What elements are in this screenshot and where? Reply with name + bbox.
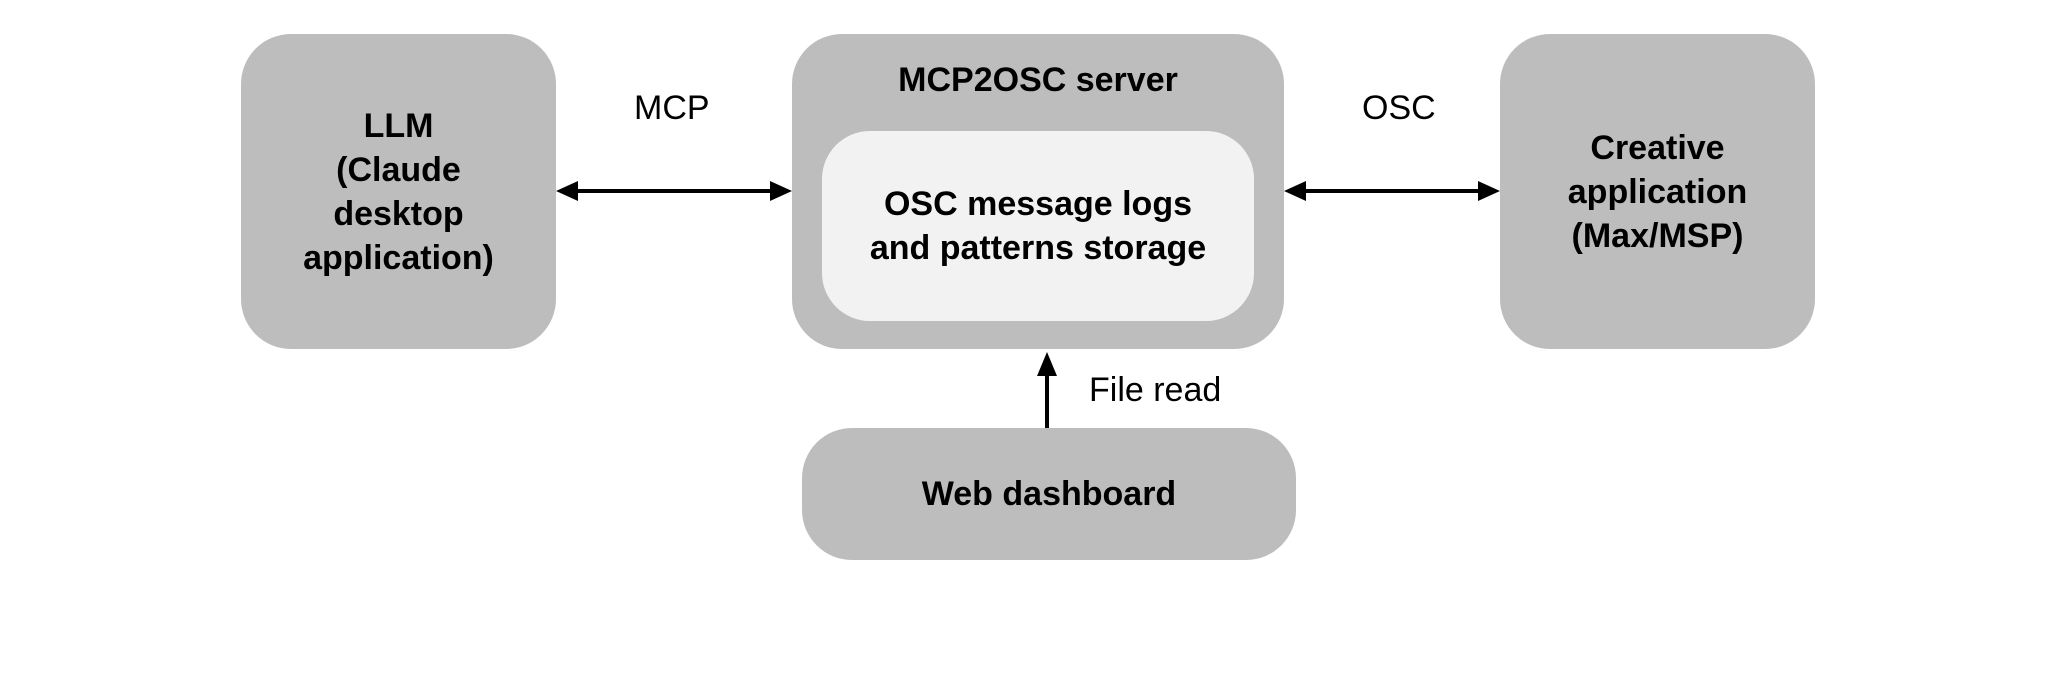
storage-label-line: OSC message logs xyxy=(883,185,1192,223)
edge-label-mcp: MCP xyxy=(634,89,710,127)
llm-label-line: desktop xyxy=(333,194,464,233)
creative-label-line: Creative xyxy=(1590,128,1725,167)
mcp2osc-server-node: MCP2OSC server OSC message logs and patt… xyxy=(792,34,1284,349)
storage-node: OSC message logs and patterns storage xyxy=(822,131,1254,321)
dashboard-label: Web dashboard xyxy=(921,475,1177,513)
llm-label: LLM (Claude desktop application) xyxy=(303,104,494,280)
arrow-llm-server xyxy=(556,181,792,201)
creative-application-node: Creative application (Max/MSP) xyxy=(1500,34,1815,349)
arrow-dashboard-server xyxy=(1037,352,1057,428)
llm-node: LLM (Claude desktop application) xyxy=(241,34,556,349)
arrow-head-right-icon xyxy=(1478,181,1500,201)
creative-label: Creative application (Max/MSP) xyxy=(1568,126,1747,258)
arrow-head-left-icon xyxy=(556,181,578,201)
llm-label-line: LLM xyxy=(363,106,434,145)
arrow-head-left-icon xyxy=(1284,181,1306,201)
llm-label-line: application) xyxy=(303,238,494,277)
arrow-head-right-icon xyxy=(770,181,792,201)
edge-label-osc: OSC xyxy=(1362,89,1436,127)
edge-label-file-read: File read xyxy=(1089,371,1222,409)
creative-label-line: application xyxy=(1567,172,1748,211)
creative-label-line: (Max/MSP) xyxy=(1571,216,1744,255)
server-title: MCP2OSC server xyxy=(898,61,1178,99)
arrow-server-creative xyxy=(1284,181,1500,201)
arrow-head-up-icon xyxy=(1037,352,1057,376)
storage-label-line: and patterns storage xyxy=(869,229,1207,267)
llm-label-line: (Claude xyxy=(336,150,461,189)
storage-label: OSC message logs and patterns storage xyxy=(870,182,1206,270)
web-dashboard-node: Web dashboard xyxy=(802,428,1296,560)
